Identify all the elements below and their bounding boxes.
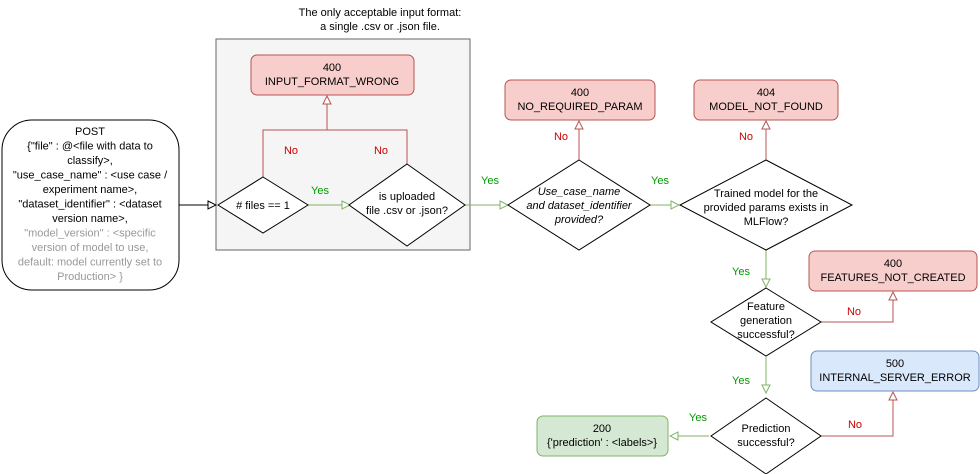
label-features-no: No: [847, 306, 861, 318]
result-features-code: 400: [884, 258, 902, 270]
decision-model-line-1: Trained model for the: [714, 188, 818, 200]
decision-model: [678, 159, 854, 251]
label-type-no: No: [374, 145, 388, 157]
decision-params-line-3: provided?: [554, 214, 604, 226]
result-no-param-label: NO_REQUIRED_PARAM: [517, 101, 642, 113]
result-internal-server-error: 500 INTERNAL_SERVER_ERROR: [810, 350, 980, 392]
decision-prediction-line-2: successful?: [737, 437, 794, 449]
label-model-no: No: [739, 131, 753, 143]
result-server-error-code: 500: [886, 358, 904, 370]
decision-features-line-3: successful?: [737, 329, 794, 341]
decision-files-count: [217, 176, 309, 234]
request-line: "model_version" : <specific: [24, 228, 156, 240]
result-server-error-label: INTERNAL_SERVER_ERROR: [819, 372, 970, 384]
request-line: experiment name>,: [43, 184, 137, 196]
decision-features-line-2: generation: [740, 315, 792, 327]
label-model-yes: Yes: [732, 266, 750, 278]
note-line-2: a single .csv or .json file.: [320, 21, 440, 33]
request-line: version of model to use,: [32, 242, 149, 254]
result-model-not-found-label: MODEL_NOT_FOUND: [709, 101, 823, 113]
result-success: 200 {'prediction' : <labels>}: [536, 415, 669, 457]
decision-file-type: [348, 163, 466, 247]
label-prediction-yes: Yes: [689, 412, 707, 424]
request-line: {"file" : @<file with data to: [27, 141, 153, 153]
edge-prediction-no: [821, 392, 893, 437]
label-features-yes: Yes: [732, 375, 750, 387]
result-input-format-label: INPUT_FORMAT_WRONG: [265, 76, 399, 88]
label-type-yes: Yes: [481, 175, 499, 187]
decision-params-line-2: and dataset_identifier: [526, 200, 633, 212]
label-prediction-no: No: [848, 419, 862, 431]
result-success-code: 200: [593, 423, 611, 435]
request-line: classify>,: [67, 155, 113, 167]
label-files-no: No: [284, 145, 298, 157]
request-body: POST {"file" : @<file with data to classif…: [13, 126, 168, 283]
decision-prediction: [710, 397, 822, 474]
request-line: version name>,: [52, 213, 128, 225]
decision-files-count-label: # files == 1: [236, 200, 290, 212]
request-line: POST: [75, 126, 105, 138]
decision-features-line-1: Feature: [747, 301, 785, 313]
label-params-yes: Yes: [651, 175, 669, 187]
decision-features: [710, 287, 822, 357]
result-input-format-wrong: 400 INPUT_FORMAT_WRONG: [250, 54, 415, 96]
request-line: Production> }: [57, 271, 123, 283]
result-features-label: FEATURES_NOT_CREATED: [820, 272, 965, 284]
label-files-yes: Yes: [311, 185, 329, 197]
label-params-no: No: [554, 131, 568, 143]
result-no-required-param: 400 NO_REQUIRED_PARAM: [504, 79, 656, 121]
request-line: default: model currently set to: [18, 257, 162, 269]
decision-prediction-line-1: Prediction: [742, 423, 791, 435]
decision-params-line-1: Use_case_name: [538, 186, 621, 198]
decision-file-type-line-1: is uploaded: [379, 191, 435, 203]
result-success-label: {'prediction' : <labels>}: [547, 437, 657, 449]
note-line-1: The only acceptable input format:: [299, 7, 462, 19]
result-features-not-created: 400 FEATURES_NOT_CREATED: [808, 250, 978, 292]
result-no-param-code: 400: [571, 87, 589, 99]
edge-files-no: [262, 96, 327, 177]
result-model-not-found: 404 MODEL_NOT_FOUND: [693, 79, 839, 121]
decision-params: [507, 159, 651, 251]
decision-model-line-3: MLFlow?: [744, 216, 789, 228]
result-model-not-found-code: 404: [757, 87, 775, 99]
edge-features-no: [821, 292, 893, 323]
request-line: "dataset_identifier" : <dataset: [18, 199, 161, 211]
decision-file-type-line-2: file .csv or .json?: [366, 205, 448, 217]
edge-type-no: [327, 129, 408, 164]
result-input-format-code: 400: [323, 62, 341, 74]
request-line: "use_case_name" : <use case /: [13, 170, 168, 182]
decision-model-line-2: provided params exists in: [704, 202, 829, 214]
